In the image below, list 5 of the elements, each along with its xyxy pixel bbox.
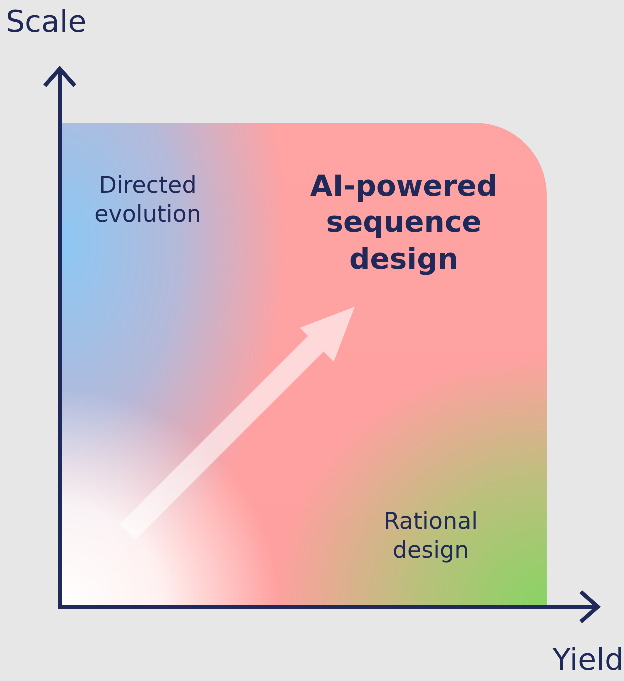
region-label: AI-powered sequence design [309, 168, 499, 277]
region-label: Rational design [382, 508, 480, 566]
region-label: Directed evolution [94, 172, 202, 230]
axis-title: Yield [552, 642, 624, 680]
axis-title: Scale [6, 4, 88, 42]
